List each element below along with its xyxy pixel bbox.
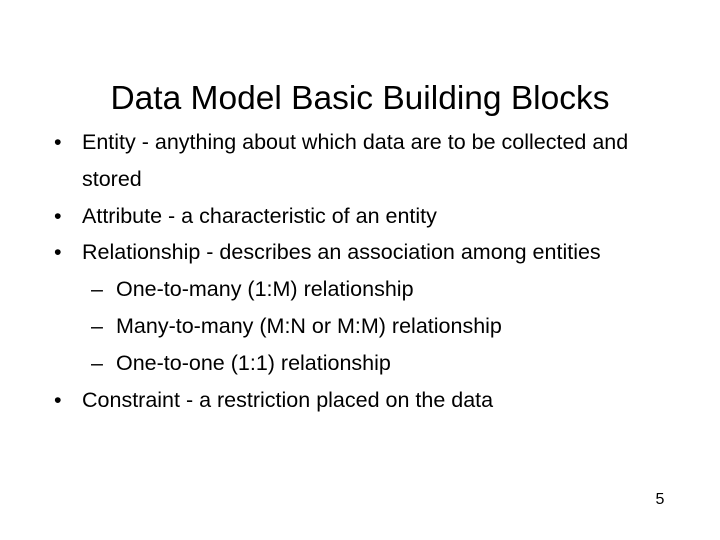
- dash-marker-icon: –: [91, 350, 103, 375]
- sub-list-item-text: One-to-many (1:M) relationship: [116, 277, 414, 302]
- list-item-text: Entity - anything about which data are t…: [82, 130, 629, 191]
- bullet-marker-icon: •: [54, 387, 62, 412]
- bullet-marker-icon: •: [54, 130, 62, 154]
- list-item-text: Relationship - describes an association …: [82, 240, 601, 265]
- sub-list-item: – One-to-one (1:1) relationship: [54, 345, 674, 382]
- page-title: Data Model Basic Building Blocks: [110, 80, 610, 118]
- list-item: • Attribute - a characteristic of an ent…: [54, 198, 674, 235]
- sub-list-item: – Many-to-many (M:N or M:M) relationship: [54, 308, 674, 345]
- list-item: • Relationship - describes an associatio…: [54, 234, 674, 271]
- dash-marker-icon: –: [91, 277, 103, 302]
- dash-marker-icon: –: [91, 313, 103, 338]
- list-item-text: Constraint - a restriction placed on the…: [82, 387, 494, 412]
- bullet-marker-icon: •: [54, 240, 62, 265]
- bullet-marker-icon: •: [54, 203, 62, 228]
- list-item: • Constraint - a restriction placed on t…: [54, 382, 674, 419]
- sub-list-item-text: Many-to-many (M:N or M:M) relationship: [116, 313, 502, 338]
- page-number: 5: [655, 491, 665, 508]
- list-item-text: Attribute - a characteristic of an entit…: [82, 203, 437, 228]
- list-item: • Entity - anything about which data are…: [54, 124, 674, 198]
- sub-list-item-text: One-to-one (1:1) relationship: [116, 350, 391, 375]
- sub-list-item: – One-to-many (1:M) relationship: [54, 271, 674, 308]
- bullet-list: • Entity - anything about which data are…: [54, 124, 674, 418]
